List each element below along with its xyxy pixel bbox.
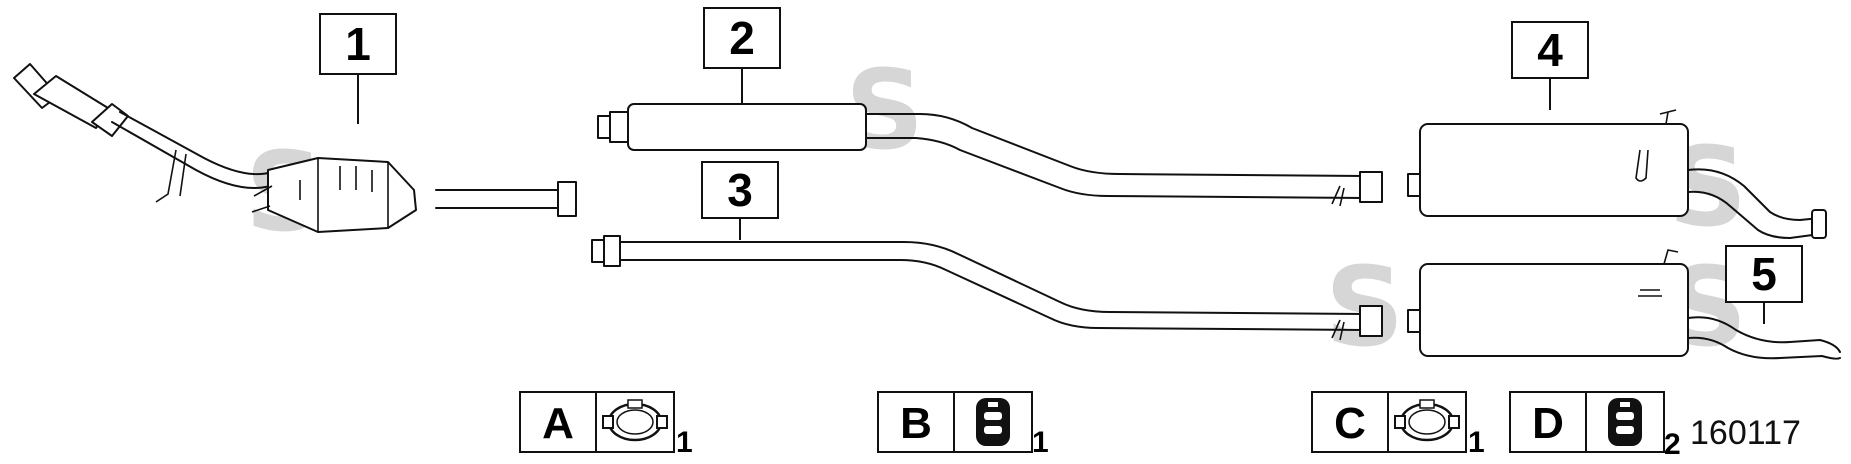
callout-3: 3 [701, 161, 779, 240]
accessory-qty-c: 1 [1468, 426, 1485, 459]
part-2-center-muffler-pipe [597, 103, 1383, 207]
accessory-qty-d: 2 [1664, 428, 1681, 461]
clamp-icon [602, 399, 668, 442]
accessory-letter-c: C [1334, 399, 1366, 448]
part-5-rear-silencer [1407, 249, 1841, 360]
rubber-mount-icon [976, 398, 1010, 446]
accessory-qty-b: 1 [1032, 426, 1049, 459]
part-3-intermediate-pipe [591, 235, 1383, 341]
callout-label-1: 1 [345, 18, 371, 70]
accessory-qty-a: 1 [676, 426, 693, 459]
callout-1: 1 [319, 13, 397, 124]
rubber-mount-icon [1608, 398, 1642, 446]
accessory-b: B 1 [877, 391, 1049, 459]
callout-label-2: 2 [729, 12, 755, 64]
callout-2: 2 [703, 7, 781, 104]
callout-label-5: 5 [1751, 248, 1777, 300]
accessory-letter-b: B [900, 399, 932, 448]
accessory-letter-a: A [542, 399, 574, 448]
accessory-letter-d: D [1532, 399, 1564, 448]
callout-label-4: 4 [1537, 24, 1563, 76]
callout-5: 5 [1725, 245, 1803, 324]
part-1-front-pipe-catalyst [13, 63, 577, 233]
accessory-c: C 1 [1311, 391, 1485, 459]
callout-4: 4 [1511, 21, 1589, 110]
callout-label-3: 3 [727, 164, 753, 216]
accessory-d: D 2 [1509, 391, 1681, 461]
clamp-icon [1394, 399, 1460, 442]
diagram-number: 160117 [1690, 414, 1801, 452]
accessory-a: A 1 [519, 391, 693, 459]
part-4-rear-silencer [1407, 109, 1827, 239]
